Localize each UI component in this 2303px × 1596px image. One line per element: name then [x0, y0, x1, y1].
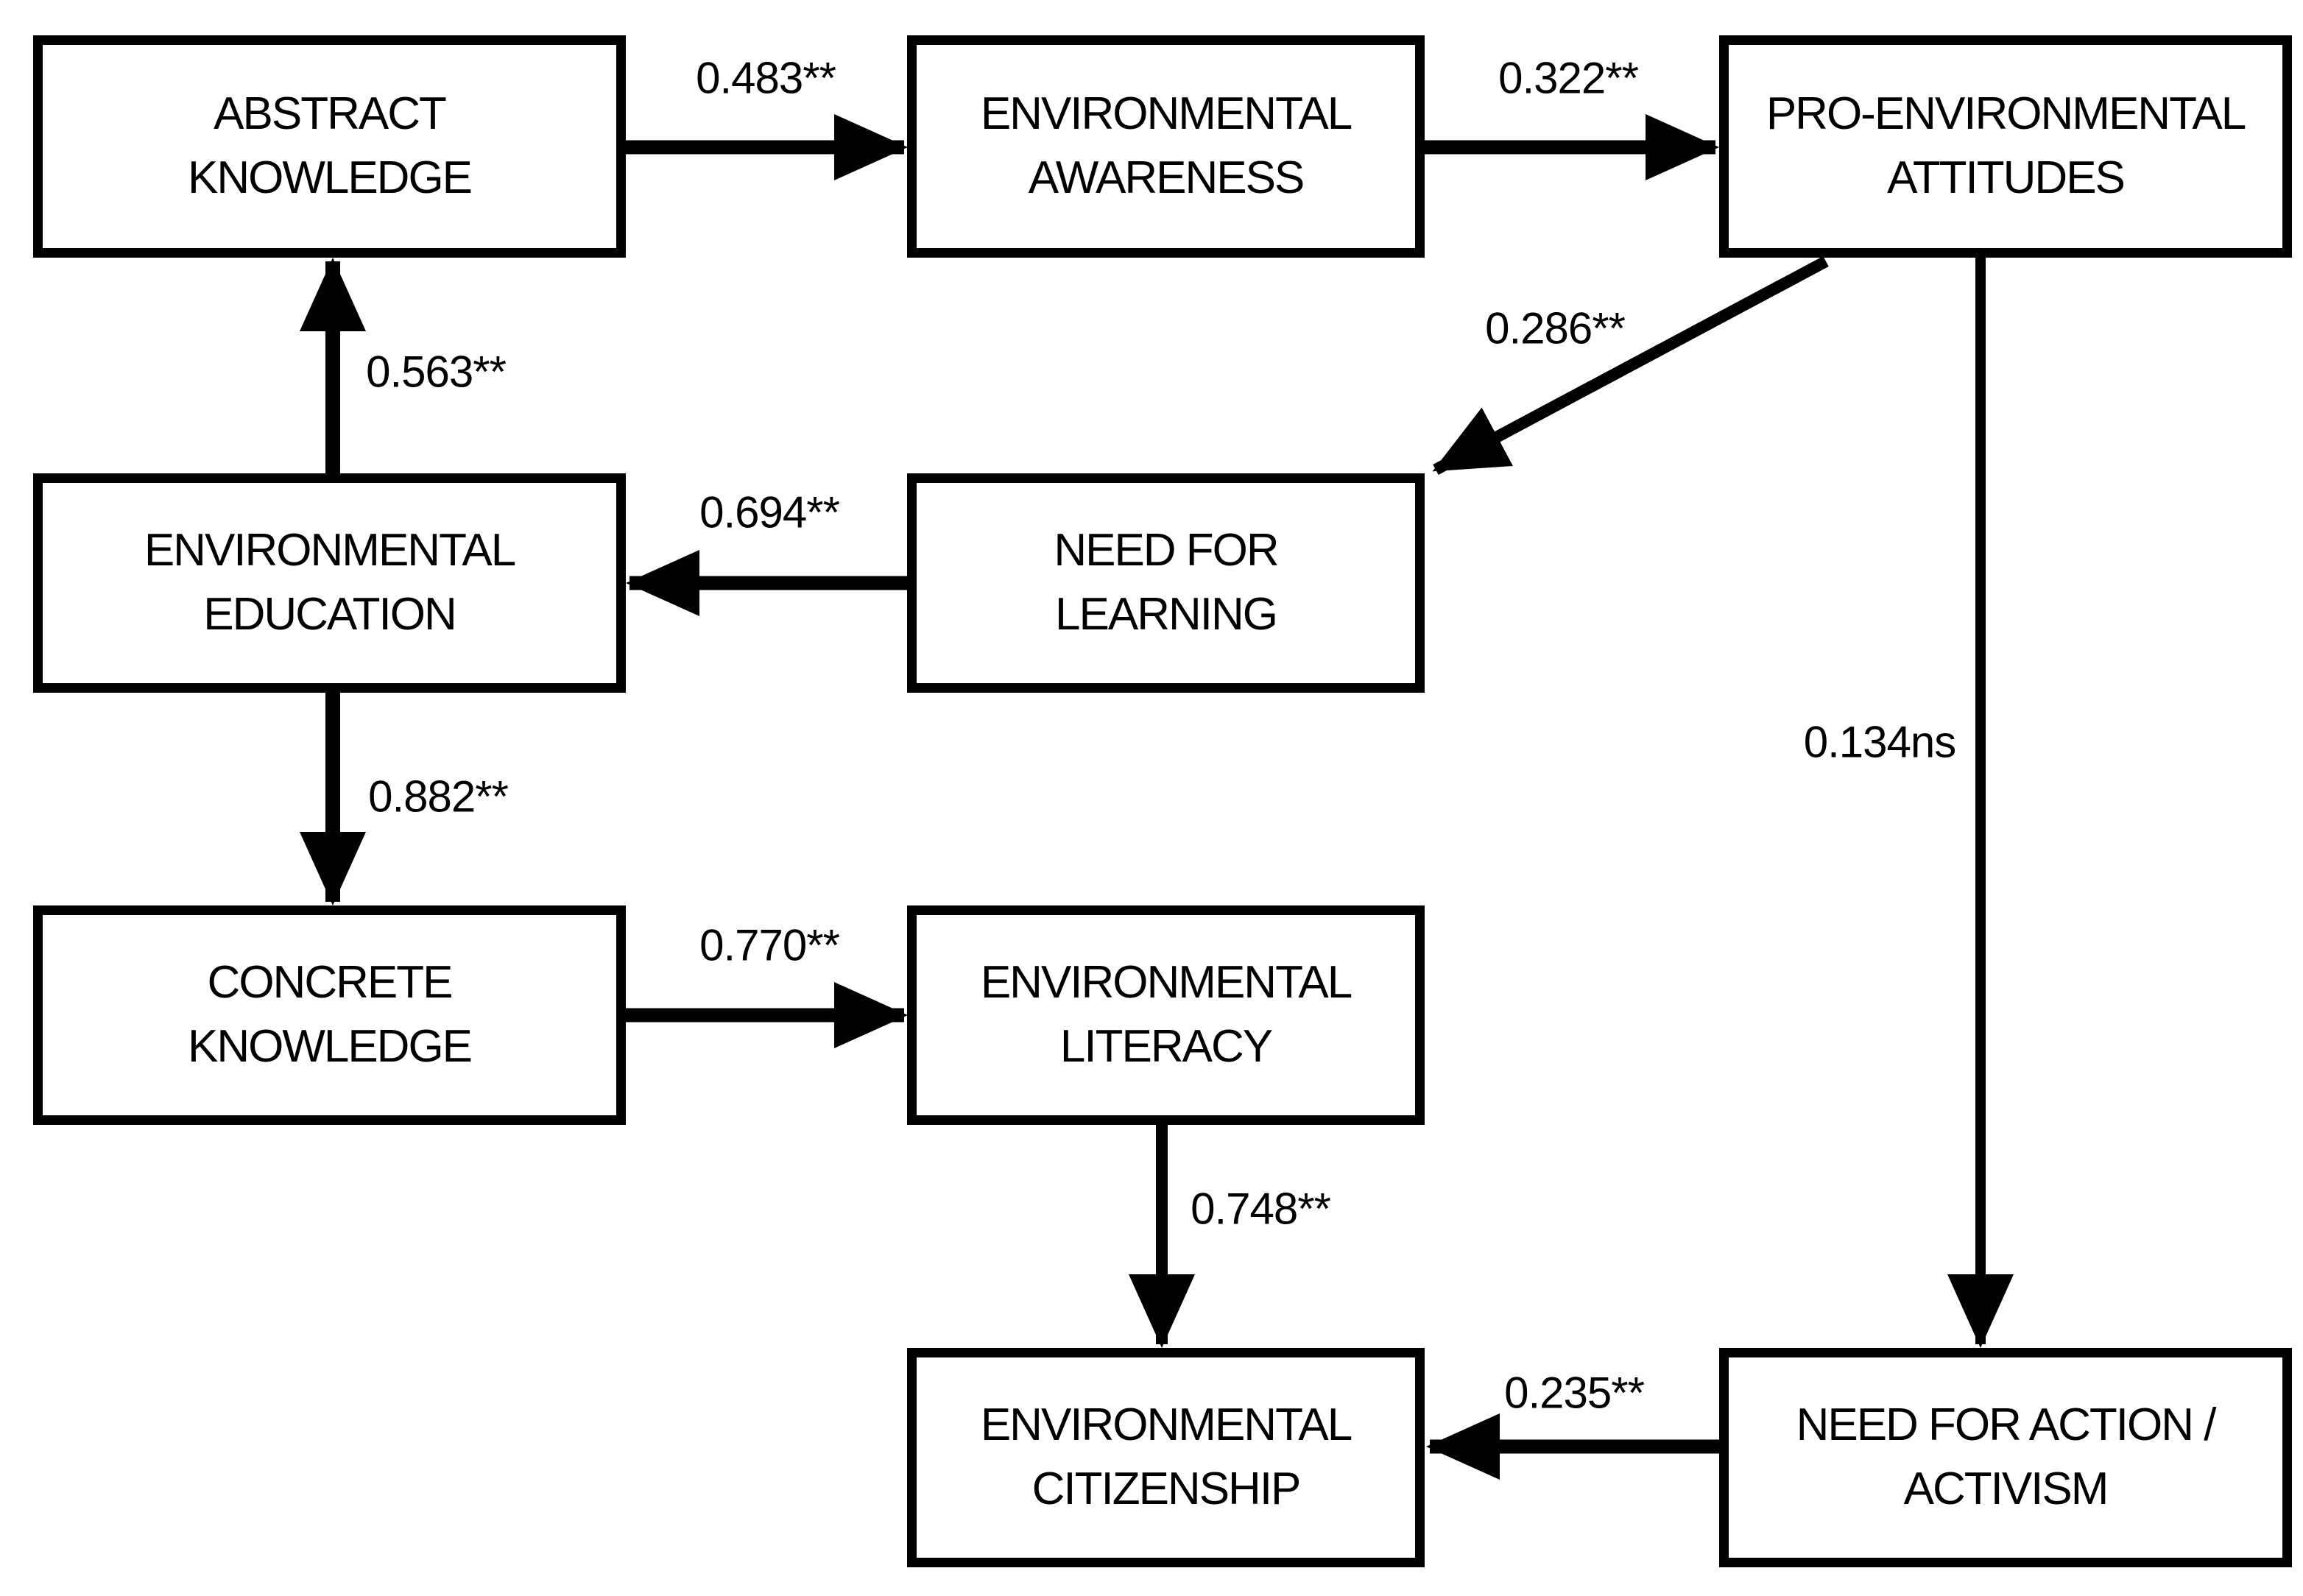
edge-label-literacy-to-citizenship: 0.748** — [1191, 1184, 1331, 1234]
node-need-for-learning: NEED FOR LEARNING — [907, 473, 1425, 693]
edge-label-awareness-to-attitudes: 0.322** — [1498, 53, 1639, 103]
node-label: PRO-ENVIRONMENTAL ATTITUDES — [1766, 88, 2246, 203]
node-label: CONCRETE KNOWLEDGE — [187, 957, 473, 1072]
node-label: NEED FOR LEARNING — [1054, 525, 1279, 640]
edge-label-education-to-abstract: 0.563** — [366, 347, 507, 397]
node-concrete-knowledge: CONCRETE KNOWLEDGE — [33, 905, 626, 1125]
edge-label-concrete-to-literacy: 0.770** — [699, 920, 840, 970]
edge-label-learning-to-education: 0.694** — [699, 487, 840, 537]
edge-label-action-to-citizenship: 0.235** — [1504, 1368, 1645, 1418]
edge-label-education-to-concrete: 0.882** — [368, 771, 509, 822]
edge-label-attitudes-to-action: 0.134ns — [1803, 717, 1957, 767]
node-label: NEED FOR ACTION / ACTIVISM — [1796, 1399, 2217, 1514]
node-abstract-knowledge: ABSTRACT KNOWLEDGE — [33, 35, 626, 258]
node-label: ENVIRONMENTAL CITIZENSHIP — [980, 1399, 1352, 1514]
node-need-for-action-activism: NEED FOR ACTION / ACTIVISM — [1719, 1348, 2292, 1567]
node-environmental-citizenship: ENVIRONMENTAL CITIZENSHIP — [907, 1348, 1425, 1567]
node-environmental-awareness: ENVIRONMENTAL AWARENESS — [907, 35, 1425, 258]
edge-label-abstract-to-awareness: 0.483** — [696, 53, 836, 103]
edge-label-attitudes-to-learning: 0.286** — [1485, 303, 1626, 353]
node-environmental-education: ENVIRONMENTAL EDUCATION — [33, 473, 626, 693]
edge-attitudes-to-learning-arrow — [1432, 255, 1829, 476]
node-environmental-literacy: ENVIRONMENTAL LITERACY — [907, 905, 1425, 1125]
node-label: ENVIRONMENTAL LITERACY — [980, 957, 1352, 1072]
node-label: ENVIRONMENTAL AWARENESS — [980, 88, 1352, 203]
node-label: ABSTRACT KNOWLEDGE — [187, 88, 473, 203]
node-pro-environmental-attitudes: PRO-ENVIRONMENTAL ATTITUDES — [1719, 35, 2292, 258]
node-label: ENVIRONMENTAL EDUCATION — [144, 525, 516, 640]
